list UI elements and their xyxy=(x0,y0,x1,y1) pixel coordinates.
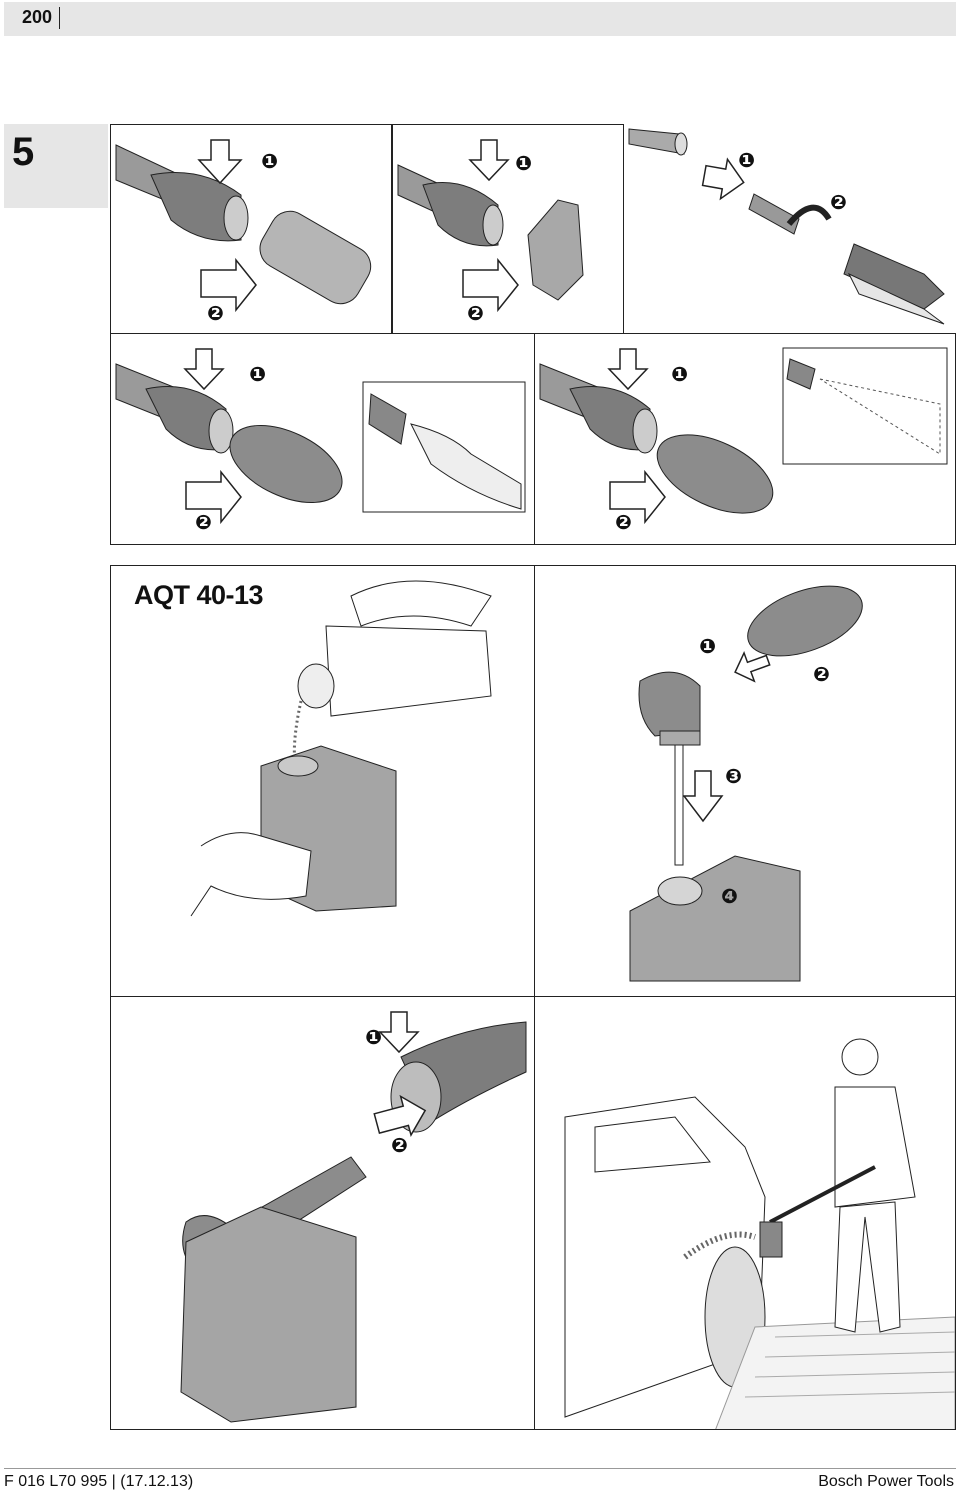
panel-brush-attachment: ❶ ❷ xyxy=(624,124,950,334)
brand-name: Bosch Power Tools xyxy=(818,1473,954,1490)
attach-tank-illustration xyxy=(629,585,863,982)
panel-nozzle-spray: ❶ ❷ xyxy=(534,333,956,545)
panel-detergent-nozzle-lance: ❶ ❷ xyxy=(110,996,535,1430)
step-2-label: ❷ xyxy=(207,301,224,325)
step-1-label: ❶ xyxy=(515,151,532,175)
section-box xyxy=(4,124,108,208)
step-2-label: ❷ xyxy=(813,662,830,686)
page-number: 200 xyxy=(22,7,53,27)
detergent-nozzle-lance-illustration xyxy=(180,1011,527,1423)
section-number: 5 xyxy=(12,130,35,174)
step-1-label: ❶ xyxy=(249,362,266,386)
step-1-label: ❶ xyxy=(365,1025,382,1049)
panel-hose-connector: ❶ ❷ xyxy=(110,333,535,545)
panel-lance-spray-nozzle: ❶ ❷ xyxy=(392,124,624,334)
step-1-label: ❶ xyxy=(699,634,716,658)
step-1-label: ❶ xyxy=(671,362,688,386)
fill-detergent-illustration xyxy=(190,580,492,917)
lance-rotary-nozzle-illustration xyxy=(115,139,372,313)
model-label: AQT 40-13 xyxy=(134,580,264,610)
header-separator xyxy=(59,7,60,29)
brush-attachment-illustration xyxy=(628,128,945,325)
step-2-label: ❷ xyxy=(615,510,632,534)
step-2-label: ❷ xyxy=(830,190,847,214)
step-1-label: ❶ xyxy=(261,149,278,173)
panel-washing-car xyxy=(534,996,956,1430)
header-bar xyxy=(4,2,956,36)
panel-lance-rotary-nozzle: ❶ ❷ xyxy=(110,124,392,334)
step-3-label: ❸ xyxy=(725,764,742,788)
step-4-label: ❹ xyxy=(721,884,738,908)
nozzle-spray-illustration xyxy=(539,347,948,525)
step-1-label: ❶ xyxy=(738,148,755,172)
step-2-label: ❷ xyxy=(391,1133,408,1157)
footer-rule xyxy=(4,1468,956,1469)
step-2-label: ❷ xyxy=(195,510,212,534)
panel-fill-detergent xyxy=(110,565,535,997)
washing-car-illustration xyxy=(535,997,955,1429)
lance-spray-nozzle-illustration xyxy=(397,139,584,313)
document-reference: F 016 L70 995 | (17.12.13) xyxy=(4,1473,194,1490)
panel-attach-tank: ❶ ❷ ❸ ❹ xyxy=(534,565,956,997)
hose-connector-illustration xyxy=(115,348,526,525)
step-2-label: ❷ xyxy=(467,301,484,325)
